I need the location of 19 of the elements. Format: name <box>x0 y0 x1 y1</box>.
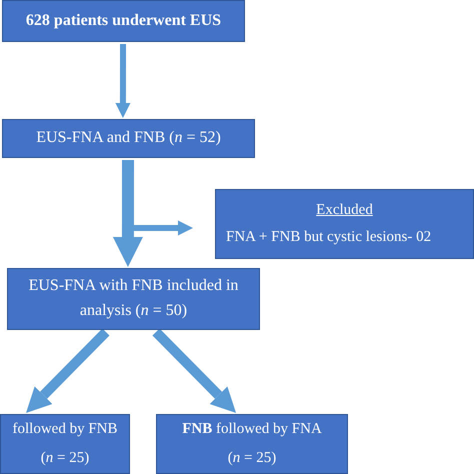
box-text: followed by FNB <box>12 420 118 439</box>
process-box <box>156 414 348 474</box>
process-box <box>2 119 255 158</box>
heading-text: Excluded <box>316 200 373 220</box>
box-text: EUS-FNA and FNB (n = 52) <box>36 128 221 148</box>
block-arrow <box>26 328 110 413</box>
process-box <box>7 268 260 330</box>
box-text: (n = 25) <box>40 449 90 468</box>
box-text: 628 patients underwent EUS <box>26 10 222 31</box>
block-arrow <box>152 328 236 413</box>
box-text: FNB followed by FNA <box>182 420 322 439</box>
block-arrow <box>115 44 130 118</box>
exclusion-box <box>215 189 474 259</box>
process-box <box>2 0 245 42</box>
process-box <box>0 414 130 474</box>
box-text: FNA + FNB but cystic lesions- 02 <box>225 228 432 247</box>
box-text: (n = 25) <box>228 449 276 468</box>
box-text: EUS-FNA with FNB included in analysis (n = 50) <box>28 276 240 321</box>
block-arrow <box>112 160 143 267</box>
